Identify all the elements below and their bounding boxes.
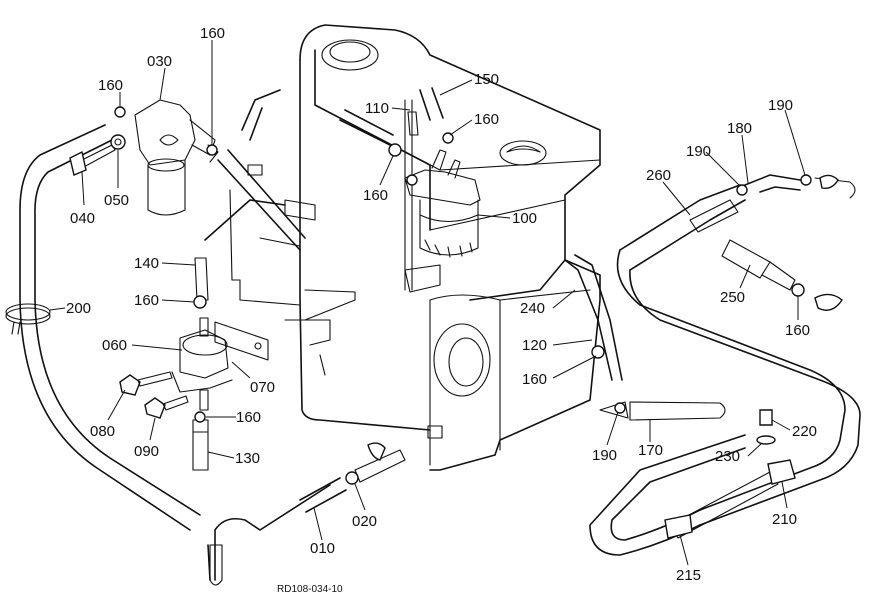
fuel-hose-loops: [19, 87, 861, 581]
callout-070: 070: [250, 379, 275, 396]
callout-215: 215: [676, 567, 701, 584]
fuel-pump-060: [119, 317, 269, 586]
clamp-200: [5, 303, 51, 335]
callout-080: 080: [90, 423, 115, 440]
bracket-210: [664, 409, 796, 539]
callout-120: 120: [522, 337, 547, 354]
callout-010: 010: [310, 540, 335, 557]
callout-160: 160: [474, 111, 499, 128]
callout-200: 200: [66, 300, 91, 317]
leader-lines: [49, 40, 806, 566]
callout-150: 150: [474, 71, 499, 88]
callout-210: 210: [772, 511, 797, 528]
fuel-filter-100: [404, 111, 481, 258]
fuel-tank: [229, 24, 601, 471]
callout-160: 160: [785, 322, 810, 339]
callout-020: 020: [352, 513, 377, 530]
callout-250: 250: [720, 289, 745, 306]
callout-240: 240: [520, 300, 545, 317]
drawing-code: RD108-034-10: [277, 584, 343, 595]
callout-170: 170: [638, 442, 663, 459]
callout-060: 060: [102, 337, 127, 354]
callout-190: 190: [768, 97, 793, 114]
callout-160: 160: [363, 187, 388, 204]
callout-220: 220: [792, 423, 817, 440]
callout-230: 230: [715, 448, 740, 465]
callout-160: 160: [200, 25, 225, 42]
hose-clamps: [114, 106, 843, 485]
callout-160: 160: [236, 409, 261, 426]
callout-090: 090: [134, 443, 159, 460]
callout-160: 160: [98, 77, 123, 94]
callout-030: 030: [147, 53, 172, 70]
callout-130: 130: [235, 450, 260, 467]
fuel-filter-030: [69, 89, 306, 301]
callout-160: 160: [134, 292, 159, 309]
callout-190: 190: [686, 143, 711, 160]
callout-140: 140: [134, 255, 159, 272]
callout-040: 040: [70, 210, 95, 227]
callout-050: 050: [104, 192, 129, 209]
callout-160: 160: [522, 371, 547, 388]
callout-180: 180: [727, 120, 752, 137]
callout-110: 110: [365, 100, 389, 117]
callout-100: 100: [512, 210, 537, 227]
callout-labels: 030 160 160 040 050 110 150 160 160 100 …: [66, 25, 817, 595]
callout-190: 190: [592, 447, 617, 464]
callout-260: 260: [646, 167, 671, 184]
